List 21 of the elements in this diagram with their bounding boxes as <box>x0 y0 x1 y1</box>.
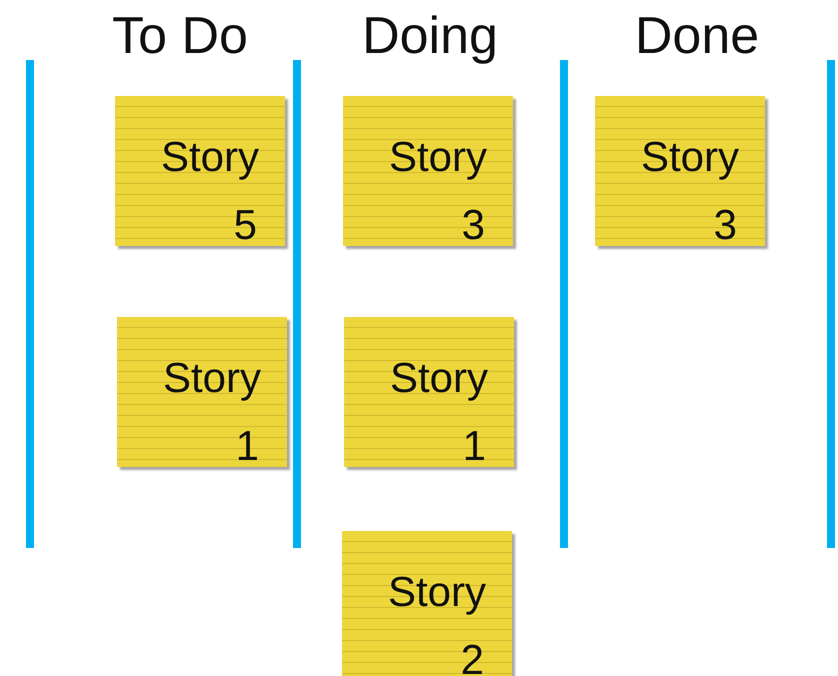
story-label: Story <box>388 571 486 613</box>
story-label: Story <box>390 357 488 399</box>
story-label: Story <box>389 136 488 178</box>
story-number: 2 <box>460 639 484 676</box>
sticky-note <box>595 96 765 246</box>
story-number: 3 <box>714 204 737 246</box>
sticky-note <box>342 531 512 676</box>
sticky-note <box>344 317 514 467</box>
story-number: 5 <box>234 204 257 246</box>
story-number: 3 <box>462 204 485 246</box>
sticky-note <box>343 96 513 246</box>
story-label: Story <box>163 357 262 399</box>
story-number: 1 <box>236 425 259 467</box>
story-label: Story <box>641 136 740 178</box>
column-heading: To Do <box>111 10 249 62</box>
story-label: Story <box>161 136 260 178</box>
column-heading: Done <box>634 10 760 62</box>
sticky-note <box>117 317 287 467</box>
sticky-note <box>115 96 285 246</box>
story-number: 1 <box>462 425 486 467</box>
column-heading: Doing <box>361 10 499 62</box>
